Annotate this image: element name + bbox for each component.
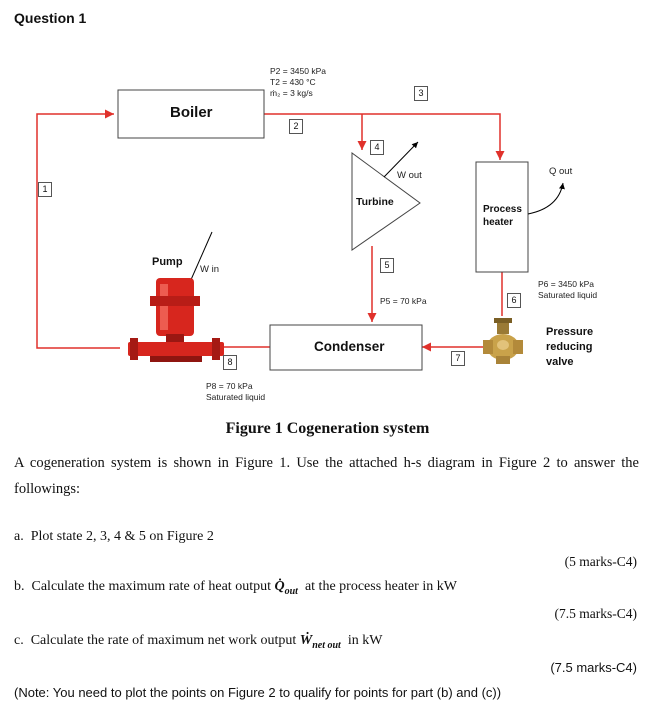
marks-b: (7.5 marks-C4) <box>554 606 637 621</box>
state5-properties: P5 = 70 kPa <box>380 296 427 306</box>
state8-properties: P8 = 70 kPa Saturated liquid <box>206 381 266 402</box>
question-a: a. Plot state 2, 3, 4 & 5 on Figure 2 <box>14 529 214 544</box>
w-out-label: W out <box>397 170 422 181</box>
pipe-lines <box>36 109 505 352</box>
pump-icon <box>128 278 224 362</box>
w-in-line <box>189 231 213 283</box>
cogeneration-diagram <box>36 89 565 371</box>
pump-label: Pump <box>152 256 183 268</box>
valve-label: Pressure reducing valve <box>546 326 594 368</box>
turbine-label: Turbine <box>356 196 394 208</box>
question-title: Question 1 <box>14 10 87 26</box>
w-in-label: W in <box>200 264 219 275</box>
state-number-4: 4 <box>370 140 384 155</box>
state-number-1: 1 <box>38 182 52 197</box>
process-heater-label: Process heater <box>483 204 522 228</box>
figure-caption: Figure 1 Cogeneration system <box>225 420 430 437</box>
state2-properties: P2 = 3450 kPa T2 = 430 °C ṁ₂ = 3 kg/s <box>270 66 327 98</box>
question-c: c. Calculate the rate of maximum net wor… <box>14 633 383 651</box>
note-text: (Note: You need to plot the points on Fi… <box>14 685 502 700</box>
marks-c: (7.5 marks-C4) <box>550 660 637 675</box>
condenser-label: Condenser <box>314 339 385 354</box>
state-number-7: 7 <box>451 351 465 366</box>
state6-properties: P6 = 3450 kPa Saturated liquid <box>538 279 598 300</box>
boiler-box <box>117 89 265 139</box>
q-out-arrow <box>527 182 565 215</box>
process-heater-box <box>475 161 529 273</box>
turbine-shape <box>351 152 421 251</box>
boiler-label: Boiler <box>170 104 213 121</box>
q-out-label: Q out <box>549 166 573 177</box>
state-number-2: 2 <box>289 119 303 134</box>
marks-a: (5 marks-C4) <box>564 554 637 569</box>
question-b: b. Calculate the maximum rate of heat ou… <box>14 579 457 597</box>
state-number-5: 5 <box>380 258 394 273</box>
valve-icon <box>483 318 523 364</box>
state-number-3: 3 <box>414 86 428 101</box>
intro-paragraph: A cogeneration system is shown in Figure… <box>14 455 639 497</box>
state-number-8: 8 <box>223 355 237 370</box>
w-out-arrow <box>383 141 419 178</box>
condenser-box <box>269 324 423 371</box>
state-number-6: 6 <box>507 293 521 308</box>
